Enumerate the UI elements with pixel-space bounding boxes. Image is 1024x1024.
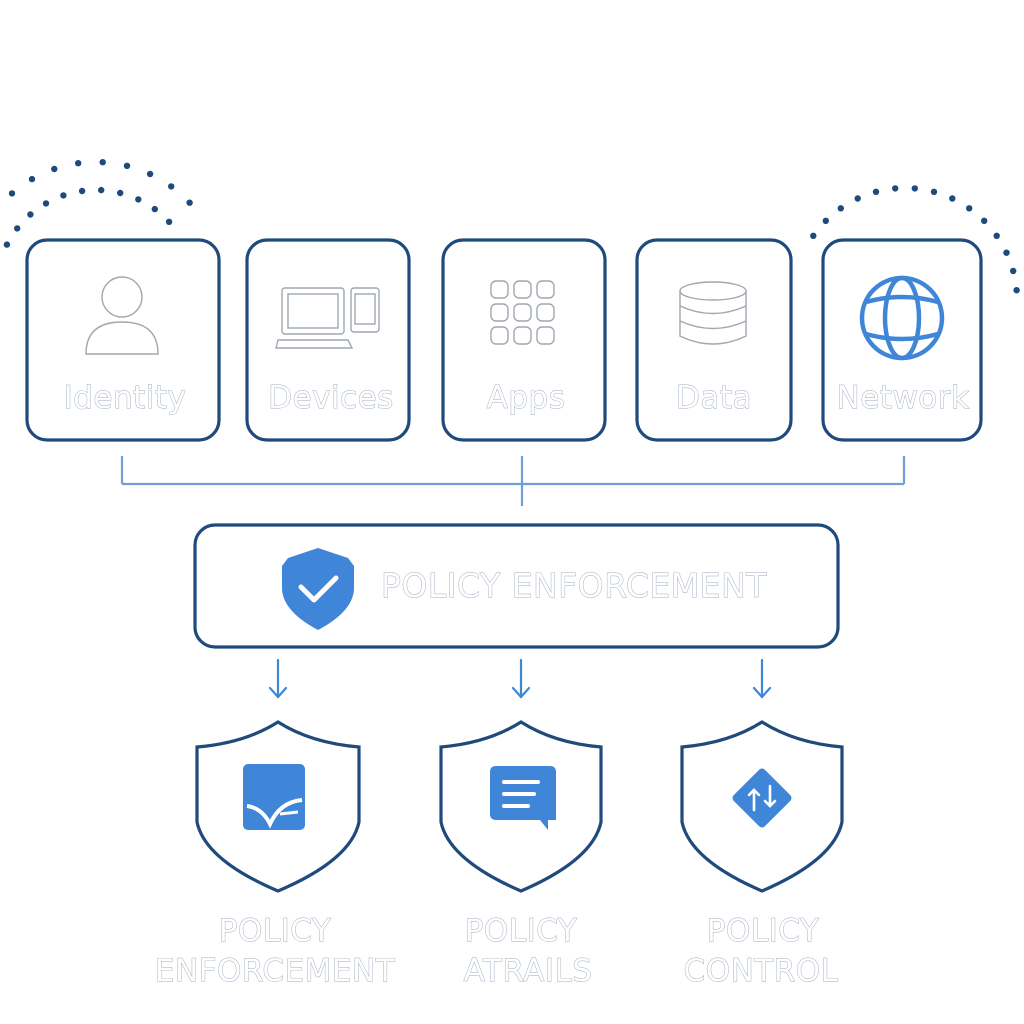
- decorative-dot: [28, 175, 36, 183]
- app-grid-icon: [490, 280, 555, 345]
- decorative-dot: [981, 217, 988, 224]
- document-lines-icon: [490, 766, 556, 830]
- app-grid-cell: [513, 326, 532, 345]
- central-label: POLICY ENFORCEMENT: [381, 566, 767, 605]
- decorative-dot: [186, 199, 193, 206]
- down-arrow-icon: [511, 658, 531, 699]
- decorative-dot: [911, 185, 918, 192]
- decorative-dot: [966, 205, 973, 212]
- decorative-dots-right: [810, 185, 1020, 294]
- app-grid-cell: [536, 326, 555, 345]
- decorative-dot: [99, 159, 106, 166]
- output-enforcement: POLICY ENFORCEMENT: [154, 720, 396, 989]
- output-label-line1: POLICY: [707, 913, 820, 949]
- output-label-line1: POLICY: [219, 913, 332, 949]
- down-arrows: [268, 658, 772, 699]
- source-label: Apps: [487, 380, 566, 416]
- app-grid-cell: [513, 303, 532, 322]
- decorative-dot: [98, 186, 105, 194]
- decorative-dot: [822, 217, 829, 224]
- decorative-dots-left: [3, 159, 193, 248]
- decorative-dot: [165, 218, 173, 225]
- decorative-dot: [123, 162, 131, 169]
- decorative-dot: [146, 170, 154, 178]
- decorative-dot: [60, 192, 67, 199]
- decorative-dot: [168, 183, 175, 190]
- shield-check-icon: [282, 548, 354, 630]
- decorative-dot: [837, 205, 844, 212]
- source-data: Data: [635, 238, 793, 442]
- source-identity: Identity: [25, 238, 221, 442]
- policy-enforcement-box: POLICY ENFORCEMENT: [193, 523, 840, 649]
- decorative-dot: [1013, 287, 1020, 294]
- decorative-dot: [151, 205, 158, 213]
- decorative-dot: [892, 185, 899, 192]
- decorative-dot: [854, 195, 861, 202]
- decorative-dot: [51, 165, 58, 173]
- connector-lines: [120, 456, 906, 506]
- decorative-dot: [8, 190, 16, 197]
- source-network: Network: [821, 238, 983, 442]
- decorative-dot: [27, 211, 34, 218]
- computer-devices-icon: [275, 287, 380, 349]
- down-arrow-icon: [752, 658, 772, 699]
- decorative-dot: [949, 195, 956, 202]
- source-label: Data: [676, 380, 752, 416]
- globe-icon: [859, 275, 945, 361]
- app-grid-cell: [490, 280, 509, 299]
- decorative-dot: [1010, 267, 1017, 275]
- decorative-dot: [872, 188, 880, 195]
- decorative-dot: [993, 232, 1000, 239]
- user-icon: [85, 276, 159, 355]
- output-atrails: POLICY ATRAILS: [439, 720, 603, 989]
- decorative-dot: [117, 189, 124, 197]
- decorative-dot: [75, 160, 82, 167]
- source-apps: Apps: [441, 238, 607, 442]
- decorative-dot: [1003, 249, 1010, 256]
- source-devices: Devices: [245, 238, 411, 442]
- app-grid-cell: [490, 326, 509, 345]
- output-label-line2: ATRAILS: [464, 953, 593, 989]
- app-grid-cell: [490, 303, 509, 322]
- decorative-dot: [14, 225, 21, 232]
- source-label: Devices: [268, 380, 394, 416]
- decorative-dot: [42, 200, 50, 207]
- diamond-arrows-icon: [732, 768, 792, 828]
- output-label-line1: POLICY: [465, 913, 578, 949]
- enforcement-icon: [243, 764, 305, 830]
- decorative-dot: [78, 187, 86, 195]
- down-arrow-icon: [268, 658, 288, 699]
- decorative-dot: [3, 241, 11, 248]
- output-control: POLICY CONTROL: [680, 720, 844, 989]
- decorative-dot: [810, 232, 817, 239]
- database-icon: [679, 281, 747, 345]
- decorative-dot: [135, 196, 142, 203]
- source-label: Identity: [64, 380, 187, 416]
- decorative-dot: [930, 188, 938, 195]
- app-grid-cell: [513, 280, 532, 299]
- output-label-line2: CONTROL: [684, 953, 839, 989]
- output-label-line2: ENFORCEMENT: [155, 953, 396, 989]
- app-grid-cell: [536, 303, 555, 322]
- app-grid-cell: [536, 280, 555, 299]
- source-label: Network: [837, 380, 970, 416]
